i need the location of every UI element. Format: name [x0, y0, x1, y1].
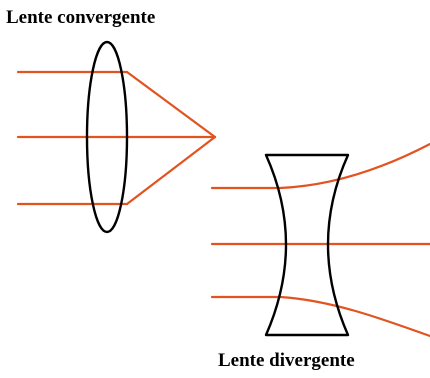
diverging-lens-label: Lente divergente	[218, 350, 355, 371]
converging-lens-rays	[16, 70, 217, 206]
diverging-lens	[264, 153, 350, 337]
converging-bottom-ray-refracted	[125, 135, 217, 206]
diverging-lens-rays	[210, 142, 430, 338]
converging-lens-label: Lente convergente	[6, 7, 156, 28]
converging-lens	[85, 40, 129, 234]
converging-top-ray-refracted	[125, 70, 217, 139]
diverging-top-ray	[210, 142, 430, 190]
diverging-bottom-ray	[210, 295, 430, 338]
